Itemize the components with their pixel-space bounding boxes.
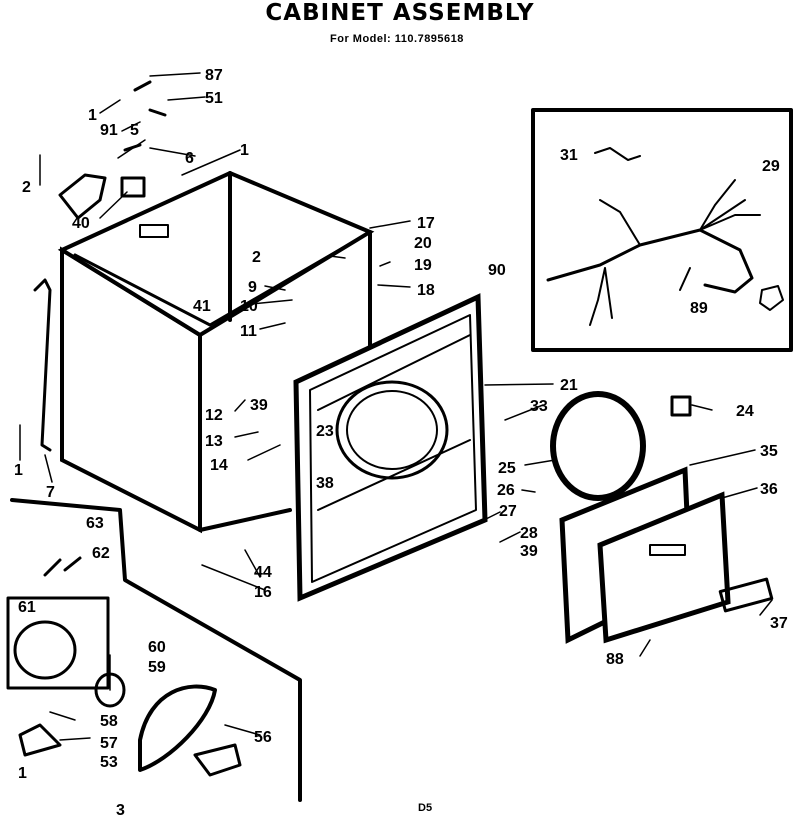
callout-label: 18 [417,282,435,299]
callout-label: 88 [606,651,624,668]
callout-label: 37 [770,615,788,632]
callout-label: 6 [185,150,194,167]
callout-label: 63 [86,515,104,532]
callout-label: 23 [316,423,334,440]
callout-label: 53 [100,754,118,771]
bracket-hardware [58,80,167,220]
callout-label: 51 [205,90,223,107]
callout-label: 20 [414,235,432,252]
callout-label: 38 [316,475,334,492]
cabinet-body [33,170,375,534]
callout-label: 1 [240,142,249,159]
leader-lines [19,72,773,741]
callout-label: 3 [116,802,125,819]
callout-label: 2 [252,249,261,266]
callout-labels: 87 51 1 91 5 6 1 2 40 17 20 90 19 2 9 18… [14,67,788,819]
callout-label: 28 [520,525,538,542]
callout-label: 11 [240,323,257,340]
wiring-harness-inset [531,108,793,352]
callout-label: 31 [560,147,578,164]
callout-label: 61 [18,599,36,616]
callout-label: 44 [254,564,272,581]
diagram-title: CABINET ASSEMBLY [265,0,535,26]
callout-label: 13 [205,433,223,450]
callout-label: 27 [499,503,517,520]
callout-label: 1 [18,765,27,782]
callout-label: 87 [205,67,223,84]
callout-label: 56 [254,729,272,746]
callout-label: 25 [498,460,516,477]
callout-label: 90 [488,262,506,279]
callout-label: 14 [210,457,228,474]
callout-label: 1 [14,462,23,479]
callout-label: 58 [100,713,118,730]
callout-label: 91 [100,122,118,139]
callout-label: 33 [530,398,548,415]
callout-label: 59 [148,659,166,676]
callout-label: 29 [762,158,780,175]
door-assembly [550,391,774,644]
callout-label: 62 [92,545,110,562]
callout-label: 60 [148,639,166,656]
callout-label: 41 [193,298,211,315]
callout-label: 7 [46,484,55,501]
callout-label: 1 [88,107,97,124]
model-number: For Model: 110.7895618 [330,33,464,45]
callout-label: 39 [520,543,538,560]
callout-label: 57 [100,735,118,752]
callout-label: 40 [72,215,90,232]
callout-label: 16 [254,584,272,601]
callout-label: 17 [417,215,435,232]
callout-label: 35 [760,443,778,460]
motor-subassembly [6,498,302,802]
callout-label: 5 [130,122,139,139]
callout-label: 19 [414,257,432,274]
callout-label: 36 [760,481,778,498]
callout-label: 10 [240,298,258,315]
callout-label: 26 [497,482,515,499]
callout-label: 9 [248,279,257,296]
front-panel [293,293,488,602]
page-code: D5 [418,802,433,814]
callout-label: 21 [560,377,578,394]
callout-label: 24 [736,403,754,420]
callout-label: 2 [22,179,31,196]
callout-label: 39 [250,397,268,414]
callout-label: 12 [205,407,223,424]
callout-label: 89 [690,300,708,317]
